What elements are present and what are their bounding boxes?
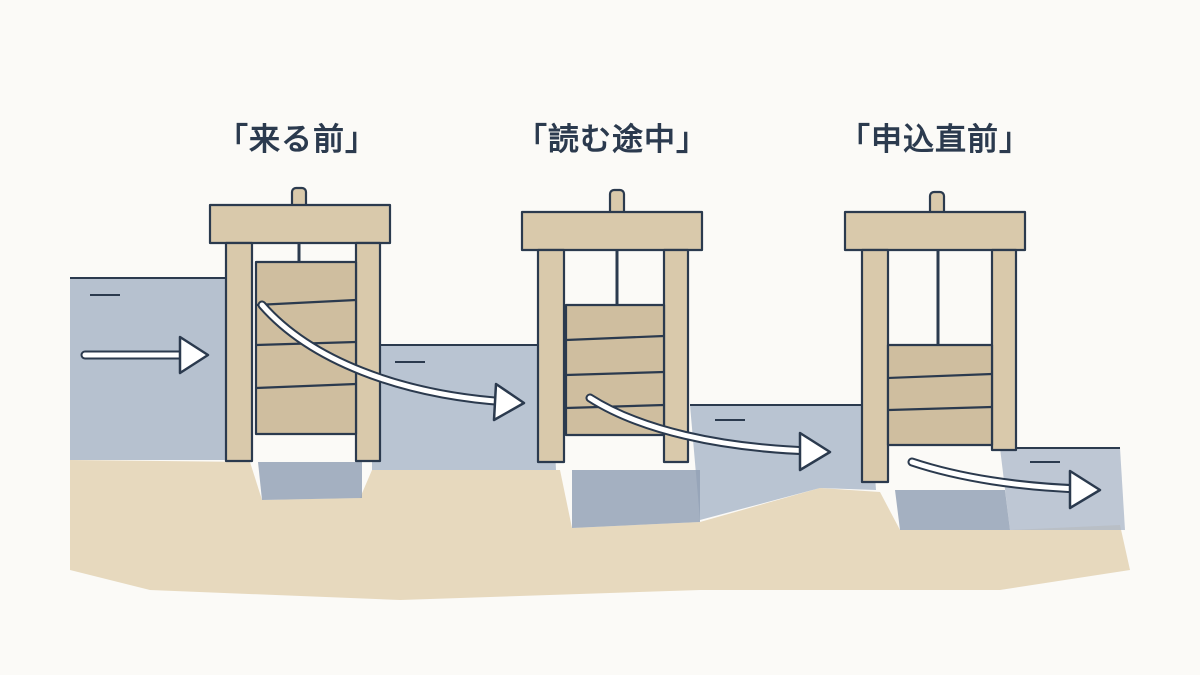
gate-1-crossbeam <box>208 203 392 245</box>
gate-2-crossbeam <box>520 210 704 252</box>
water-upstream <box>70 278 250 460</box>
gate-3-post-left <box>860 248 890 484</box>
gate-1-post-left <box>224 241 254 463</box>
gate-2-post-left <box>536 248 566 464</box>
gate-3 <box>843 190 1027 484</box>
stage-2-label: 「読む途中」 <box>516 122 708 158</box>
stage-3-label: 「申込直前」 <box>839 122 1031 158</box>
gate-1 <box>208 186 392 463</box>
ground-soil <box>70 460 1130 600</box>
recess-3 <box>895 490 1010 530</box>
stage-1-label: 「来る前」 <box>217 122 377 158</box>
gate-3-post-right <box>990 248 1018 452</box>
gate-2 <box>520 188 704 464</box>
water-pool-2 <box>690 405 876 520</box>
water-pool-1 <box>372 345 556 470</box>
recess-1 <box>258 462 362 500</box>
recess-2 <box>572 470 700 528</box>
water-surface-lines <box>70 277 1120 463</box>
gate-3-crossbeam <box>843 210 1027 252</box>
gate-3-door <box>886 343 994 447</box>
arrow-heads <box>178 335 1102 510</box>
gate-1-post-right <box>354 241 382 463</box>
